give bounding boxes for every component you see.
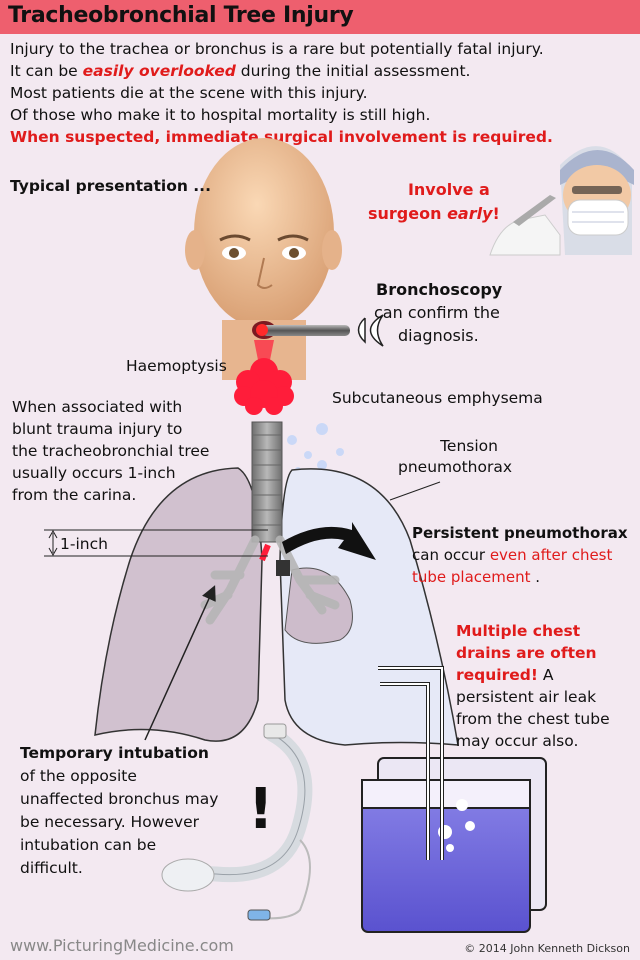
intro-line-2: It can be easily overlooked during the i…: [10, 60, 553, 82]
subcutaneous-emphysema-label: Subcutaneous emphysema: [332, 389, 543, 407]
multiple-line-2: drains are often: [456, 644, 597, 662]
tension-pointer-line: [389, 481, 441, 501]
intro-line-2-post: during the initial assessment.: [235, 62, 471, 80]
blunt-line-1: When associated with: [12, 398, 183, 416]
typical-presentation-label: Typical presentation ...: [10, 177, 211, 195]
haemoptysis-label: Haemoptysis: [126, 357, 227, 375]
persistent-line-3: tube placement .: [412, 566, 628, 588]
blunt-line-5: from the carina.: [12, 486, 137, 504]
intubation-pointer-line: [144, 585, 216, 741]
multiple-line-5: from the chest tube: [456, 710, 610, 728]
one-inch-label: 1-inch: [60, 535, 108, 553]
intro-line-1: Injury to the trachea or bronchus is a r…: [10, 40, 544, 58]
bronchoscopy-heading: Bronchoscopy: [376, 280, 503, 299]
persistent-line-3-post: .: [530, 568, 541, 586]
footer-website: www.PicturingMedicine.com: [10, 936, 234, 955]
page-title: Tracheobronchial Tree Injury: [8, 3, 354, 28]
bronchoscopy-line-3: diagnosis.: [398, 326, 479, 345]
multiple-line-3-post: A: [537, 666, 554, 684]
multiple-drains-callout: Multiple chest drains are often required…: [456, 620, 610, 752]
tension-pneumothorax-label: Tension pneumothorax: [398, 436, 512, 478]
blunt-line-2: blunt trauma injury to: [12, 420, 183, 438]
title-bar: Tracheobronchial Tree Injury: [0, 0, 640, 34]
surgeon-callout: Involve a surgeon early!: [368, 178, 500, 226]
persistent-heading: Persistent pneumothorax: [412, 524, 628, 542]
persistent-line-2-pre: can occur: [412, 546, 490, 564]
intubation-callout: Temporary intubation of the opposite una…: [20, 742, 218, 880]
surgeon-figure: [489, 146, 634, 256]
persistent-line-2: can occur even after chest: [412, 544, 628, 566]
endotracheal-tube: [161, 723, 313, 921]
tension-line-2: pneumothorax: [398, 458, 513, 476]
multiple-line-1: Multiple chest: [456, 622, 581, 640]
multiple-line-3-red: required!: [456, 666, 538, 684]
trachea: [200, 421, 340, 625]
intro-line-3: Most patients die at the scene with this…: [10, 84, 368, 102]
blunt-line-4: usually occurs 1-inch: [12, 464, 176, 482]
exclamation-mark: !: [248, 777, 274, 842]
blood-splash: [234, 340, 294, 415]
intro-line-4: Of those who make it to hospital mortali…: [10, 106, 431, 124]
bronchoscopy-callout: Bronchoscopy can confirm the diagnosis.: [374, 278, 502, 347]
persistent-line-2-red: even after chest: [489, 546, 613, 564]
footer-copyright: © 2014 John Kenneth Dickson: [464, 942, 630, 955]
intro-text: Injury to the trachea or bronchus is a r…: [10, 38, 553, 148]
multiple-line-4: persistent air leak: [456, 688, 597, 706]
surgeon-early: early: [447, 204, 493, 223]
multiple-line-6: may occur also.: [456, 732, 579, 750]
surgeon-line-2-pre: surgeon: [368, 204, 448, 223]
intubation-line-6: difficult.: [20, 859, 83, 877]
chest-drain-bottle: [361, 757, 547, 933]
surgeon-line-2-post: !: [492, 204, 500, 223]
bronchoscope: [256, 314, 384, 347]
persistent-line-3-red: tube placement: [412, 568, 531, 586]
intro-easily-overlooked: easily overlooked: [82, 62, 236, 80]
blunt-line-3: the tracheobronchial tree: [12, 442, 210, 460]
intubation-line-3: unaffected bronchus may: [20, 790, 219, 808]
surgeon-line-1: Involve a: [407, 180, 490, 199]
intubation-heading: Temporary intubation: [20, 744, 209, 762]
left-lung: [94, 467, 263, 742]
intubation-line-4: be necessary. However: [20, 813, 199, 831]
multiple-line-3: required! A: [456, 664, 610, 686]
air-leak-arrow: [282, 522, 376, 560]
intro-line-2-pre: It can be: [10, 62, 83, 80]
tension-line-1: Tension: [440, 437, 498, 455]
persistent-pneumothorax-callout: Persistent pneumothorax can occur even a…: [412, 522, 628, 588]
surgeon-line-2: surgeon early!: [368, 202, 500, 226]
one-inch-marker: [44, 529, 268, 557]
blunt-trauma-text: When associated with blunt trauma injury…: [12, 396, 209, 506]
intubation-line-2: of the opposite: [20, 767, 137, 785]
intubation-line-5: intubation can be: [20, 836, 157, 854]
bronchoscopy-line-2: can confirm the: [374, 303, 500, 322]
intro-line-5: When suspected, immediate surgical invol…: [10, 128, 553, 146]
